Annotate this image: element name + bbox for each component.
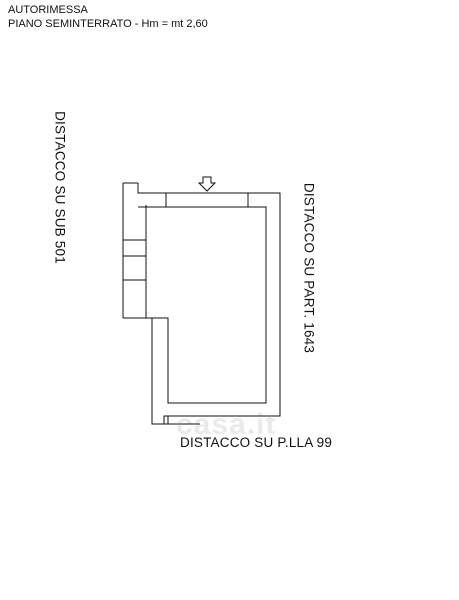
down-arrow-icon [197, 176, 217, 192]
label-right-boundary: DISTACCO SU PART. 1643 [301, 182, 317, 354]
outer-wall [123, 183, 281, 425]
label-bottom-boundary: DISTACCO SU P.LLA 99 [180, 435, 333, 450]
room-title: AUTORIMESSA [8, 4, 88, 16]
inner-wall [138, 205, 267, 404]
watermark: casa.it [176, 408, 277, 441]
floor-subtitle: PIANO SEMINTERRATO - Hm = mt 2,60 [8, 18, 208, 30]
label-left-boundary: DISTACCO SU SUB 501 [52, 111, 68, 264]
title-block: AUTORIMESSA PIANO SEMINTERRATO - Hm = mt… [8, 3, 208, 31]
